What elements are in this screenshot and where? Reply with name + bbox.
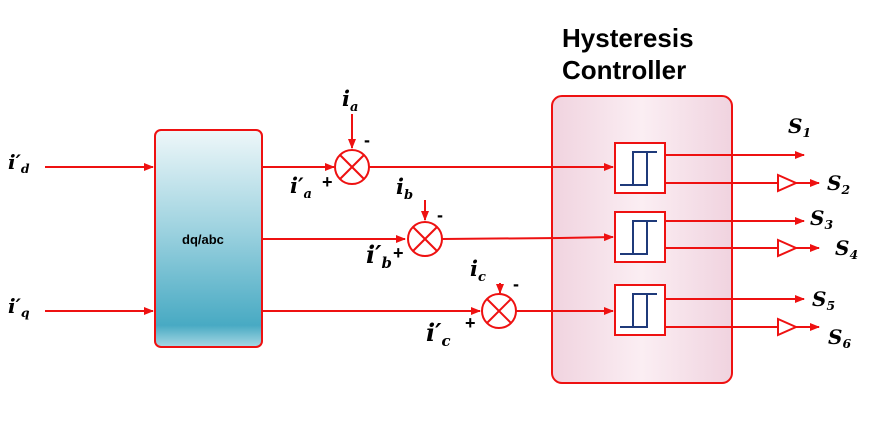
sign-plus-a: + [322, 172, 333, 192]
label-ib-prime: i′b [366, 240, 392, 273]
hysteresis-relay-a [614, 142, 666, 194]
inverter-s6 [777, 317, 799, 337]
sign-minus-b: - [437, 205, 443, 225]
label-ic-prime: i′c [426, 318, 451, 351]
sign-minus-c: - [513, 274, 519, 294]
controller-title-line2: Controller [562, 55, 687, 85]
inverter-s4 [777, 238, 799, 258]
label-id: i′d [8, 150, 30, 177]
label-ref-a: ia [342, 86, 359, 115]
label-iq: i′q [8, 294, 30, 321]
controller-title-line1: Hysteresis [562, 23, 694, 53]
hysteresis-relay-b [614, 211, 666, 263]
sign-plus-c: + [465, 313, 476, 333]
transform-label: dq/abc [182, 232, 224, 247]
sign-plus-b: + [393, 243, 404, 263]
hysteresis-relay-c [614, 284, 666, 336]
wire-err-b [441, 233, 614, 242]
label-ia-prime: i′a [290, 173, 312, 202]
inverter-s2 [777, 173, 799, 193]
controller-title: Hysteresis Controller [562, 22, 694, 86]
label-s4: S4 [835, 236, 859, 263]
label-s5: S5 [812, 287, 836, 314]
summing-junction-b [407, 221, 443, 257]
label-s2: S2 [827, 171, 851, 198]
label-s6: S6 [828, 325, 852, 352]
summing-junction-a [334, 149, 370, 185]
summing-junction-c [481, 293, 517, 329]
label-ref-c: ic [470, 256, 486, 285]
label-s3: S3 [810, 206, 834, 233]
label-ref-b: ib [396, 174, 414, 203]
label-s1: S1 [788, 114, 812, 141]
sign-minus-a: - [364, 130, 370, 150]
